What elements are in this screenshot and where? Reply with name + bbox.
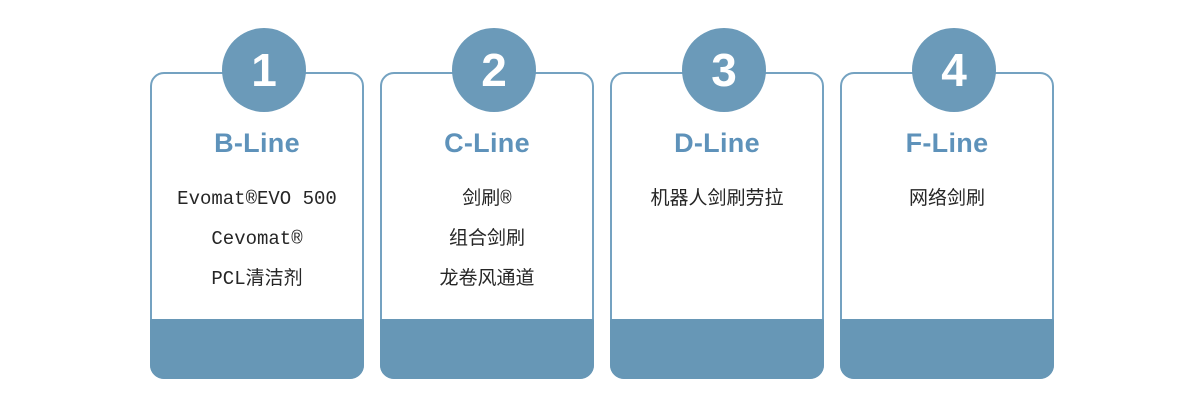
card-title: D-Line (674, 128, 760, 158)
card-item-list: Evomat®EVO 500 Cevomat® PCL清洁剂 (152, 179, 362, 299)
card-item: 龙卷风通道 (439, 268, 535, 290)
card-footer-bar (840, 319, 1054, 379)
card-item: 机器人剑刷劳拉 (650, 188, 784, 210)
step-number: 4 (941, 44, 967, 96)
card-item: 组合剑刷 (448, 228, 525, 250)
card-item-list: 机器人剑刷劳拉 (612, 179, 822, 219)
step-1-number-badge: 1 (222, 28, 306, 112)
card-title: F-Line (905, 128, 989, 158)
card-footer-bar (610, 319, 824, 379)
card-item: PCL清洁剂 (211, 268, 303, 290)
card-d-line: 3 D-Line 机器人剑刷劳拉 (610, 28, 824, 379)
step-number: 1 (251, 44, 277, 96)
card-f-line: 4 F-Line 网络剑刷 (840, 28, 1054, 379)
step-number: 3 (711, 44, 737, 96)
step-number: 2 (481, 44, 507, 96)
card-b-line: 1 B-Line Evomat®EVO 500 Cevomat® PCL清洁剂 (150, 28, 364, 379)
card-item-list: 剑刷® 组合剑刷 龙卷风通道 (382, 179, 592, 299)
card-footer-bar (380, 319, 594, 379)
card-item: Cevomat® (211, 228, 303, 250)
step-4-number-badge: 4 (912, 28, 996, 112)
step-3-number-badge: 3 (682, 28, 766, 112)
card-item: Evomat®EVO 500 (177, 188, 337, 210)
step-2-number-badge: 2 (452, 28, 536, 112)
card-item: 网络剑刷 (908, 188, 985, 210)
card-item: 剑刷® (462, 188, 512, 210)
card-title: B-Line (214, 128, 300, 158)
card-row: 1 B-Line Evomat®EVO 500 Cevomat® PCL清洁剂 … (150, 28, 1054, 379)
card-item-list: 网络剑刷 (842, 179, 1052, 219)
card-title: C-Line (444, 128, 530, 158)
card-footer-bar (150, 319, 364, 379)
card-c-line: 2 C-Line 剑刷® 组合剑刷 龙卷风通道 (380, 28, 594, 379)
